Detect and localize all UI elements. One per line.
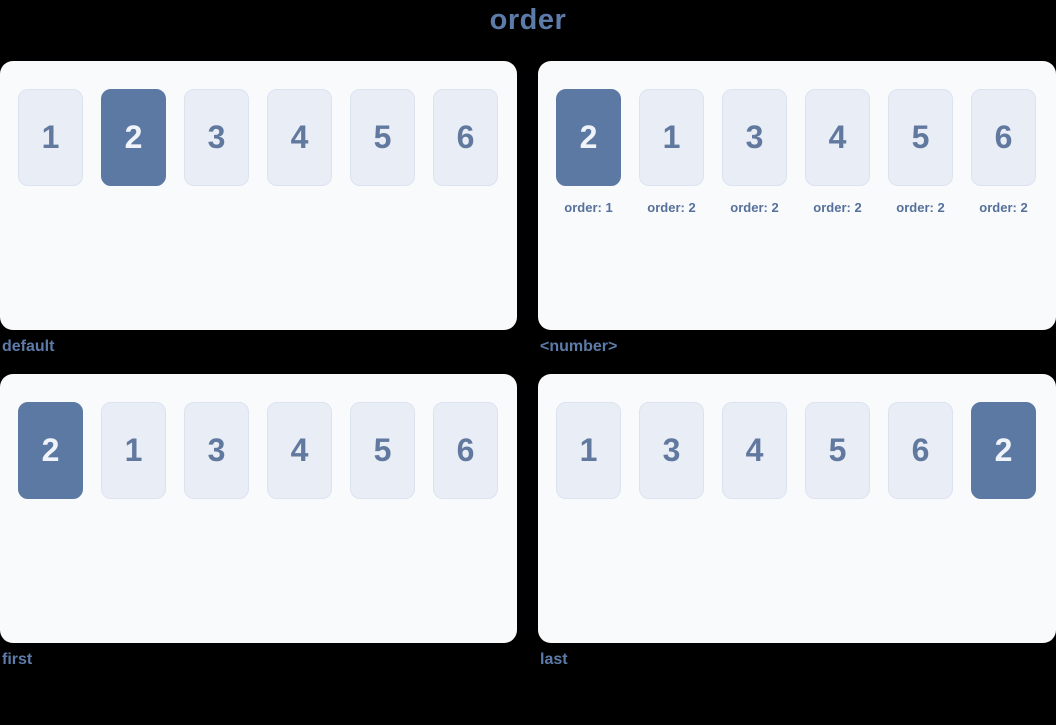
demo-box-highlighted: 2: [18, 402, 83, 499]
flex-item: 5: [350, 89, 415, 186]
demo-box: 4: [267, 402, 332, 499]
demo-box: 3: [184, 402, 249, 499]
demo-box: 6: [971, 89, 1036, 186]
flex-item: 6: [433, 89, 498, 186]
panel-first: 2 1 3 4 5 6: [0, 374, 517, 643]
order-label: order: 2: [730, 200, 779, 215]
panel-caption-number: <number>: [540, 338, 618, 355]
demo-box: 6: [433, 89, 498, 186]
demo-box: 5: [350, 89, 415, 186]
demo-box: 3: [184, 89, 249, 186]
flex-item: 6: [433, 402, 498, 499]
flex-item: 6 order: 2: [971, 89, 1036, 215]
flex-item: 1: [556, 402, 621, 499]
flex-item: 1: [18, 89, 83, 186]
demo-box: 5: [805, 402, 870, 499]
flex-item: 4: [267, 89, 332, 186]
demo-box: 1: [101, 402, 166, 499]
demo-box: 1: [556, 402, 621, 499]
demo-grid: 1 2 3 4 5 6 default: [0, 61, 1056, 669]
demo-cell-first: 2 1 3 4 5 6 first: [0, 374, 517, 669]
order-label: order: 2: [813, 200, 862, 215]
demo-box: 6: [433, 402, 498, 499]
flex-item: 6: [888, 402, 953, 499]
flex-item: 5 order: 2: [888, 89, 953, 215]
flex-item: 3: [184, 402, 249, 499]
page-title: order: [489, 4, 567, 36]
flex-item: 2 order: 1: [556, 89, 621, 215]
order-label: order: 2: [896, 200, 945, 215]
demo-box: 3: [639, 402, 704, 499]
flex-item: 4: [722, 402, 787, 499]
order-label: order: 1: [564, 200, 613, 215]
demo-cell-last: 1 3 4 5 6 2 last: [538, 374, 1056, 669]
demo-box-highlighted: 2: [101, 89, 166, 186]
panel-caption-default: default: [2, 338, 55, 355]
flex-item: 5: [350, 402, 415, 499]
flex-item: 2: [18, 402, 83, 499]
flex-item: 1: [101, 402, 166, 499]
demo-box: 1: [639, 89, 704, 186]
demo-box: 4: [722, 402, 787, 499]
demo-box: 4: [267, 89, 332, 186]
flex-item: 3 order: 2: [722, 89, 787, 215]
demo-box: 1: [18, 89, 83, 186]
flex-item: 4 order: 2: [805, 89, 870, 215]
demo-box: 3: [722, 89, 787, 186]
demo-cell-default: 1 2 3 4 5 6 default: [0, 61, 517, 356]
flex-item: 5: [805, 402, 870, 499]
demo-box-highlighted: 2: [971, 402, 1036, 499]
flex-item: 3: [184, 89, 249, 186]
flex-item: 3: [639, 402, 704, 499]
flex-item: 2: [101, 89, 166, 186]
flex-item: 2: [971, 402, 1036, 499]
flex-item: 1 order: 2: [639, 89, 704, 215]
panel-caption-first: first: [2, 651, 33, 668]
flex-item: 4: [267, 402, 332, 499]
order-label: order: 2: [647, 200, 696, 215]
panel-caption-last: last: [540, 651, 568, 668]
demo-box: 5: [888, 89, 953, 186]
demo-box: 6: [888, 402, 953, 499]
demo-cell-number: 2 order: 1 1 order: 2 3 order: 2 4 order…: [538, 61, 1056, 356]
panel-number: 2 order: 1 1 order: 2 3 order: 2 4 order…: [538, 61, 1056, 330]
panel-last: 1 3 4 5 6 2: [538, 374, 1056, 643]
panel-default: 1 2 3 4 5 6: [0, 61, 517, 330]
demo-box: 4: [805, 89, 870, 186]
demo-box: 5: [350, 402, 415, 499]
demo-box-highlighted: 2: [556, 89, 621, 186]
order-label: order: 2: [979, 200, 1028, 215]
